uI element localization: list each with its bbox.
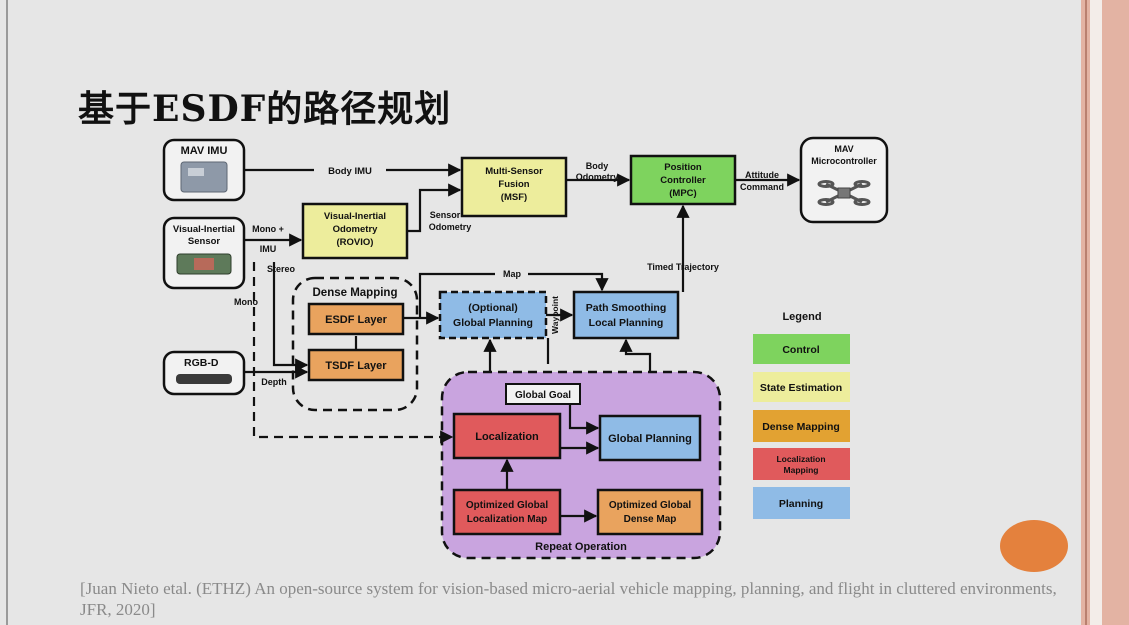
drone-icon: [817, 180, 871, 206]
repeat-operation-label: Repeat Operation: [535, 541, 627, 553]
legend-label-dense-mapping: Dense Mapping: [762, 421, 840, 433]
optional-global-planning-label-1: (Optional): [468, 302, 518, 314]
edge-label-mono: Mono: [234, 297, 258, 307]
path-smoothing-label-2: Local Planning: [589, 317, 664, 329]
tsdf-layer-label: TSDF Layer: [325, 360, 387, 372]
mpc-label-2: Controller: [660, 175, 706, 186]
esdf-layer-box: [307, 302, 405, 336]
dense-mapping-group: [291, 276, 419, 412]
mav-microcontroller-label-1: MAV: [834, 144, 853, 154]
edge-label-mono-imu-1: Mono +: [252, 224, 284, 234]
edge-label-sensor-odometry-2: Odometry: [429, 222, 472, 232]
edge-mono: [252, 262, 454, 444]
edge-label-map: Map: [503, 269, 522, 279]
localization-label: Localization: [475, 431, 539, 443]
legend-label-localization-mapping-2: Mapping: [784, 465, 819, 475]
legend-swatch-control: [753, 334, 850, 364]
legend-label-state-estimation: State Estimation: [760, 382, 842, 394]
edge-label-body-odometry-1: Body: [586, 161, 609, 171]
legend-swatch-planning: [753, 487, 850, 519]
optimized-localization-map-box: [452, 488, 562, 536]
edge-label-attitude-2: Command: [740, 182, 784, 192]
vio-label-1: Visual-Inertial: [324, 211, 386, 222]
mav-imu-label: MAV IMU: [181, 145, 228, 157]
edge-stereo: [272, 262, 309, 372]
vi-sensor-label-2: Sensor: [188, 236, 221, 247]
rgbd-label: RGB-D: [184, 357, 219, 369]
edge-map: [418, 272, 602, 318]
legend-swatch-state-estimation: [753, 372, 850, 402]
optimized-dense-map-box: [596, 488, 704, 536]
localization-box: [452, 412, 562, 460]
legend-label-control: Control: [782, 344, 819, 356]
edge-label-body-odometry-2: Odometry: [576, 172, 619, 182]
edge-label-depth: Depth: [261, 377, 287, 387]
edge-label-sensor-odometry-1: Sensor: [430, 210, 461, 220]
dense-mapping-group-label: Dense Mapping: [313, 287, 398, 299]
msf-label-1: Multi-Sensor: [485, 166, 543, 177]
edge-sensor-odometry: [407, 183, 462, 233]
mpc-label-1: Position: [664, 162, 702, 173]
edge-label-waypoint: Waypoint: [550, 296, 560, 334]
global-goal-label: Global Goal: [515, 390, 571, 401]
optional-global-planning-label-2: Global Planning: [453, 317, 533, 329]
optimized-dense-map-label-1: Optimized Global: [609, 500, 691, 511]
path-smoothing-label-1: Path Smoothing: [586, 302, 667, 314]
esdf-layer-label: ESDF Layer: [325, 314, 387, 326]
left-rule: [6, 0, 8, 625]
msf-box: [460, 156, 568, 218]
mpc-box: [629, 154, 737, 206]
accent-dot: [1000, 520, 1068, 572]
msf-label-3: (MSF): [501, 192, 527, 203]
edge-label-attitude-1: Attitude: [745, 170, 779, 180]
legend-title: Legend: [782, 311, 821, 323]
global-planning-box: [598, 414, 702, 462]
edge-label-stereo: Stereo: [267, 264, 296, 274]
imu-device-image: [180, 161, 228, 193]
msf-label-2: Fusion: [498, 179, 529, 190]
edge-label-body-imu: Body IMU: [328, 166, 372, 177]
legend-label-localization-mapping-1: Localization: [776, 454, 825, 464]
mav-microcontroller-label-2: Microcontroller: [811, 156, 877, 166]
global-planning-label: Global Planning: [608, 433, 692, 445]
vio-label-3: (ROVIO): [337, 237, 374, 248]
legend-swatch-dense-mapping: [753, 410, 850, 442]
edge-repeat-to-path-smoothing: [619, 338, 652, 372]
right-decor-stripe: [1090, 0, 1102, 625]
legend-swatch-localization-mapping: [753, 448, 850, 480]
path-smoothing-box: [572, 290, 680, 340]
optimized-localization-map-label-2: Localization Map: [467, 514, 548, 525]
imu-device-detail: [188, 168, 204, 176]
slide-title: 基于ESDF的路径规划: [78, 88, 452, 130]
mpc-label-3: (MPC): [669, 188, 696, 199]
citation-text: [Juan Nieto etal. (ETHZ) An open-source …: [80, 579, 1057, 619]
pipeline-diagram: Repeat Operation Dense Mapping MAV IMU V…: [162, 136, 889, 560]
vi-sensor-label-1: Visual-Inertial: [173, 224, 235, 235]
optional-global-planning-box: [438, 290, 548, 340]
optimized-localization-map-label-1: Optimized Global: [466, 500, 548, 511]
global-goal-box: [505, 383, 581, 405]
vi-sensor-detail: [194, 258, 214, 270]
optimized-dense-map-label-2: Dense Map: [624, 514, 677, 525]
edge-goal-to-planning: [568, 404, 600, 435]
legend-label-planning: Planning: [779, 498, 823, 510]
right-decor-bar: [1081, 0, 1129, 625]
tsdf-layer-box: [307, 348, 405, 382]
right-decor-line: [1085, 0, 1087, 625]
rgbd-device-image: [176, 374, 232, 384]
vio-label-2: Odometry: [333, 224, 379, 235]
edge-label-mono-imu-2: IMU: [260, 244, 277, 254]
edge-label-timed-trajectory: Timed Trajectory: [647, 262, 719, 272]
